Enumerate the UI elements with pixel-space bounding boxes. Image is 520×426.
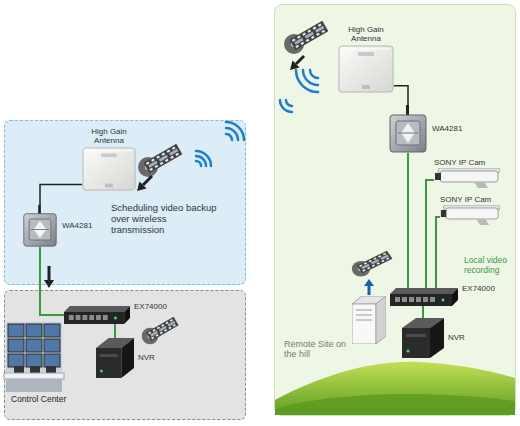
device-label: WA4281	[62, 221, 92, 230]
device-label: EX74000	[134, 302, 167, 311]
device-label: High Gain Antenna	[79, 127, 139, 145]
cable-line	[426, 180, 434, 288]
antenna-picture	[83, 148, 135, 190]
device-label: NVR	[138, 353, 155, 362]
film-icon	[138, 144, 182, 177]
cable-line	[394, 86, 408, 105]
note-label: Local video recording	[464, 256, 514, 276]
device-label: WA4281	[432, 124, 462, 133]
cable-line	[407, 153, 409, 288]
film-icon	[352, 251, 393, 277]
camera-picture	[435, 168, 500, 188]
panel-caption: Scheduling video backup over wireless tr…	[111, 203, 221, 236]
device-label: EX74000	[462, 284, 495, 293]
hill	[275, 394, 515, 415]
control-center-picture	[4, 322, 64, 392]
switch-picture	[64, 306, 130, 324]
hill	[275, 362, 515, 415]
label-holder: Local video recording	[464, 256, 514, 276]
device-label: High Gain Antenna	[336, 25, 396, 43]
cable-line	[436, 217, 440, 288]
server-picture	[352, 296, 386, 344]
wireless-signal	[196, 70, 318, 166]
camera-picture	[441, 205, 500, 225]
cable-line	[40, 247, 64, 315]
panel-caption: Remote Site on the hill	[284, 339, 348, 360]
device-label: SONY IP Cam	[440, 195, 491, 204]
flow-arrow	[364, 279, 374, 295]
cable-line	[40, 184, 82, 205]
film-icon	[142, 317, 179, 345]
flow-arrow	[290, 56, 304, 70]
film-icon	[284, 21, 328, 54]
flow-arrow	[137, 176, 152, 191]
nvr-picture	[96, 338, 134, 378]
flow-arrow	[44, 266, 54, 288]
switch-picture	[390, 288, 458, 306]
device-label: SONY IP Cam	[434, 158, 485, 167]
panel-caption: Control Center	[11, 395, 91, 405]
cable-line	[422, 306, 424, 318]
device-label: NVR	[448, 333, 465, 342]
nvr-picture	[402, 318, 444, 358]
antenna-picture	[339, 46, 393, 92]
cable-line	[114, 324, 116, 338]
access-point-picture	[24, 205, 56, 246]
access-point-picture	[390, 105, 426, 152]
